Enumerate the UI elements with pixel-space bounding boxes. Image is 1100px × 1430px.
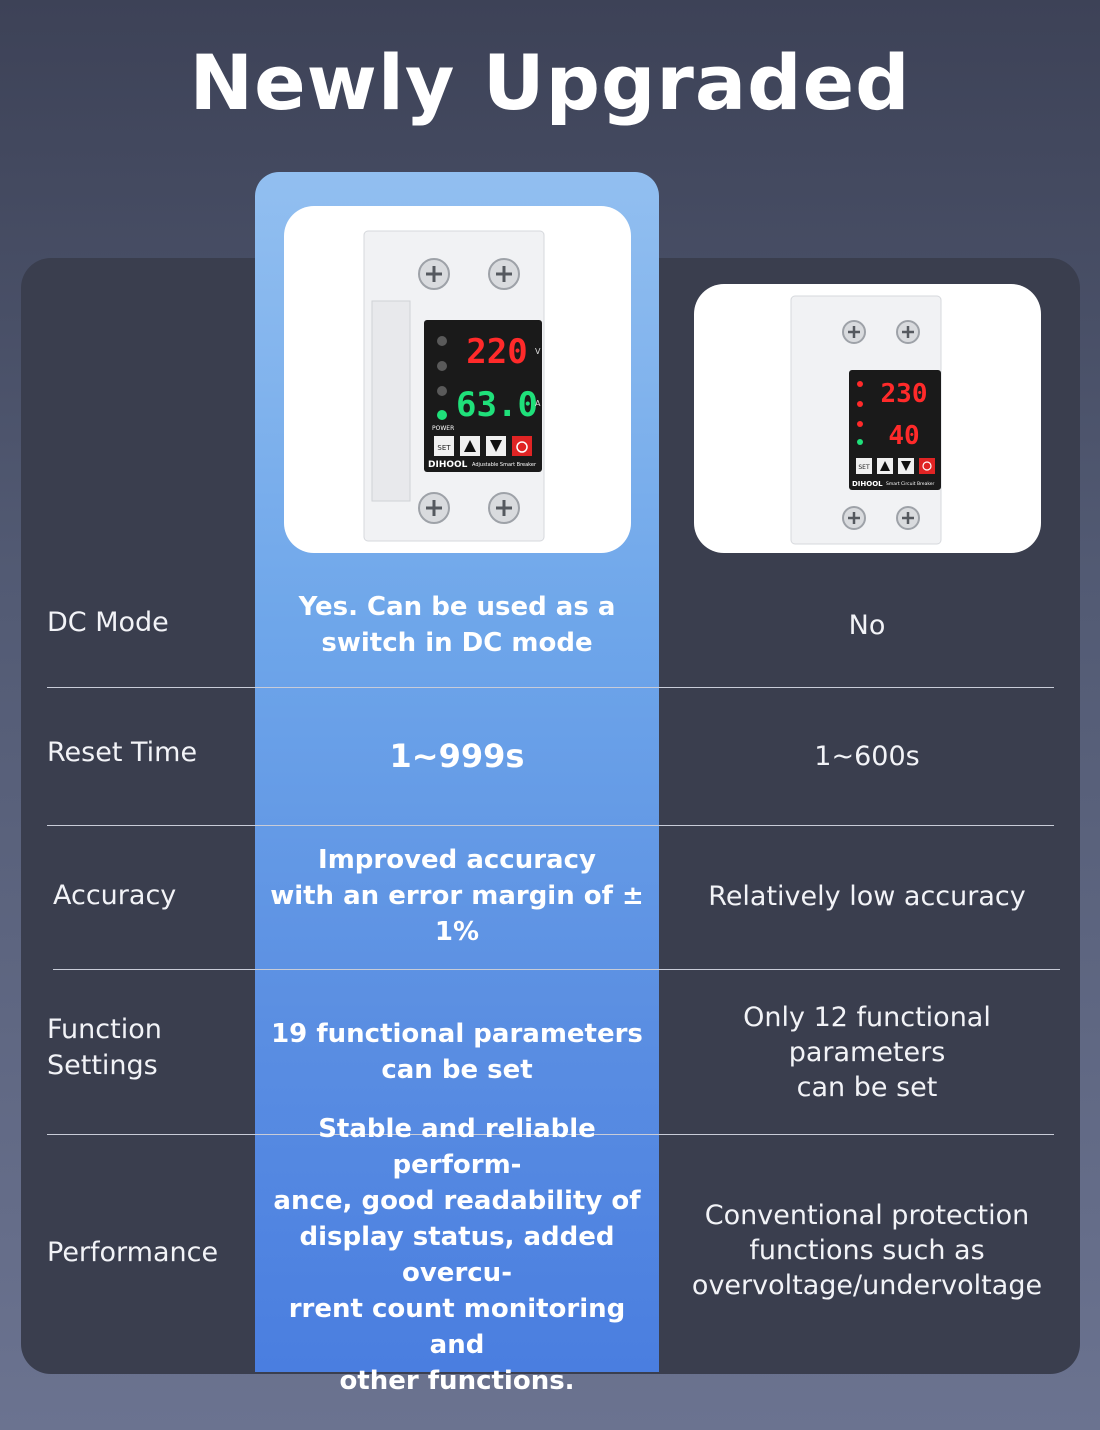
new-accuracy-cell: Improved accuracy with an error margin o… (270, 845, 644, 947)
svg-text:Adjustable Smart Breaker: Adjustable Smart Breaker (472, 462, 537, 468)
old-display-bottom: 40 (888, 421, 919, 451)
svg-text:SET: SET (858, 464, 870, 471)
row-divider (47, 687, 1054, 688)
new-brand-label: DIHOOL (428, 460, 468, 470)
new-breaker-illustration: 220 V 63.0 A POWER SET DIHOOL Adjustable… (363, 230, 545, 542)
row-label-accuracy: Accuracy (53, 880, 177, 911)
old-performance-cell: Conventional protection functions such a… (691, 1199, 1043, 1301)
new-display-top: 220 (466, 332, 527, 372)
old-display-top: 230 (881, 379, 928, 409)
row-label-reset-time: Reset Time (47, 737, 198, 768)
svg-text:SET: SET (437, 444, 451, 452)
row-divider (47, 825, 1054, 826)
old-breaker-illustration: 230 40 SET DIHOOL Smart Circuit Breaker (790, 295, 942, 545)
row-label-dc-mode: DC Mode (47, 607, 169, 638)
old-dc-mode-cell: No (848, 609, 886, 641)
svg-text:Smart Circuit Breaker: Smart Circuit Breaker (886, 481, 935, 487)
old-product-image: 230 40 SET DIHOOL Smart Circuit Breaker (694, 284, 1041, 553)
old-reset-time-cell: 1~600s (814, 740, 920, 772)
new-performance-cell: Stable and reliable perform- ance, good … (273, 1114, 641, 1396)
new-display-bottom: 63.0 (456, 385, 538, 425)
row-label-function-settings: Function Settings (47, 1014, 162, 1081)
row-divider (47, 1134, 1054, 1135)
new-function-settings-cell: 19 functional parameters can be set (271, 1019, 643, 1085)
row-label-performance: Performance (47, 1237, 219, 1268)
new-product-image: 220 V 63.0 A POWER SET DIHOOL Adjustable… (284, 206, 631, 553)
old-function-settings-cell: Only 12 functional parameters can be set (743, 1001, 991, 1103)
old-accuracy-cell: Relatively low accuracy (708, 880, 1026, 912)
new-dc-mode-cell: Yes. Can be used as a switch in DC mode (298, 592, 616, 658)
svg-text:A: A (535, 399, 541, 408)
new-reset-time-cell: 1~999s (389, 737, 525, 775)
row-divider (53, 969, 1060, 970)
old-brand-label: DIHOOL (852, 480, 883, 488)
page-title: Newly Upgraded (189, 38, 911, 127)
svg-text:POWER: POWER (432, 425, 454, 432)
svg-text:V: V (535, 347, 541, 356)
